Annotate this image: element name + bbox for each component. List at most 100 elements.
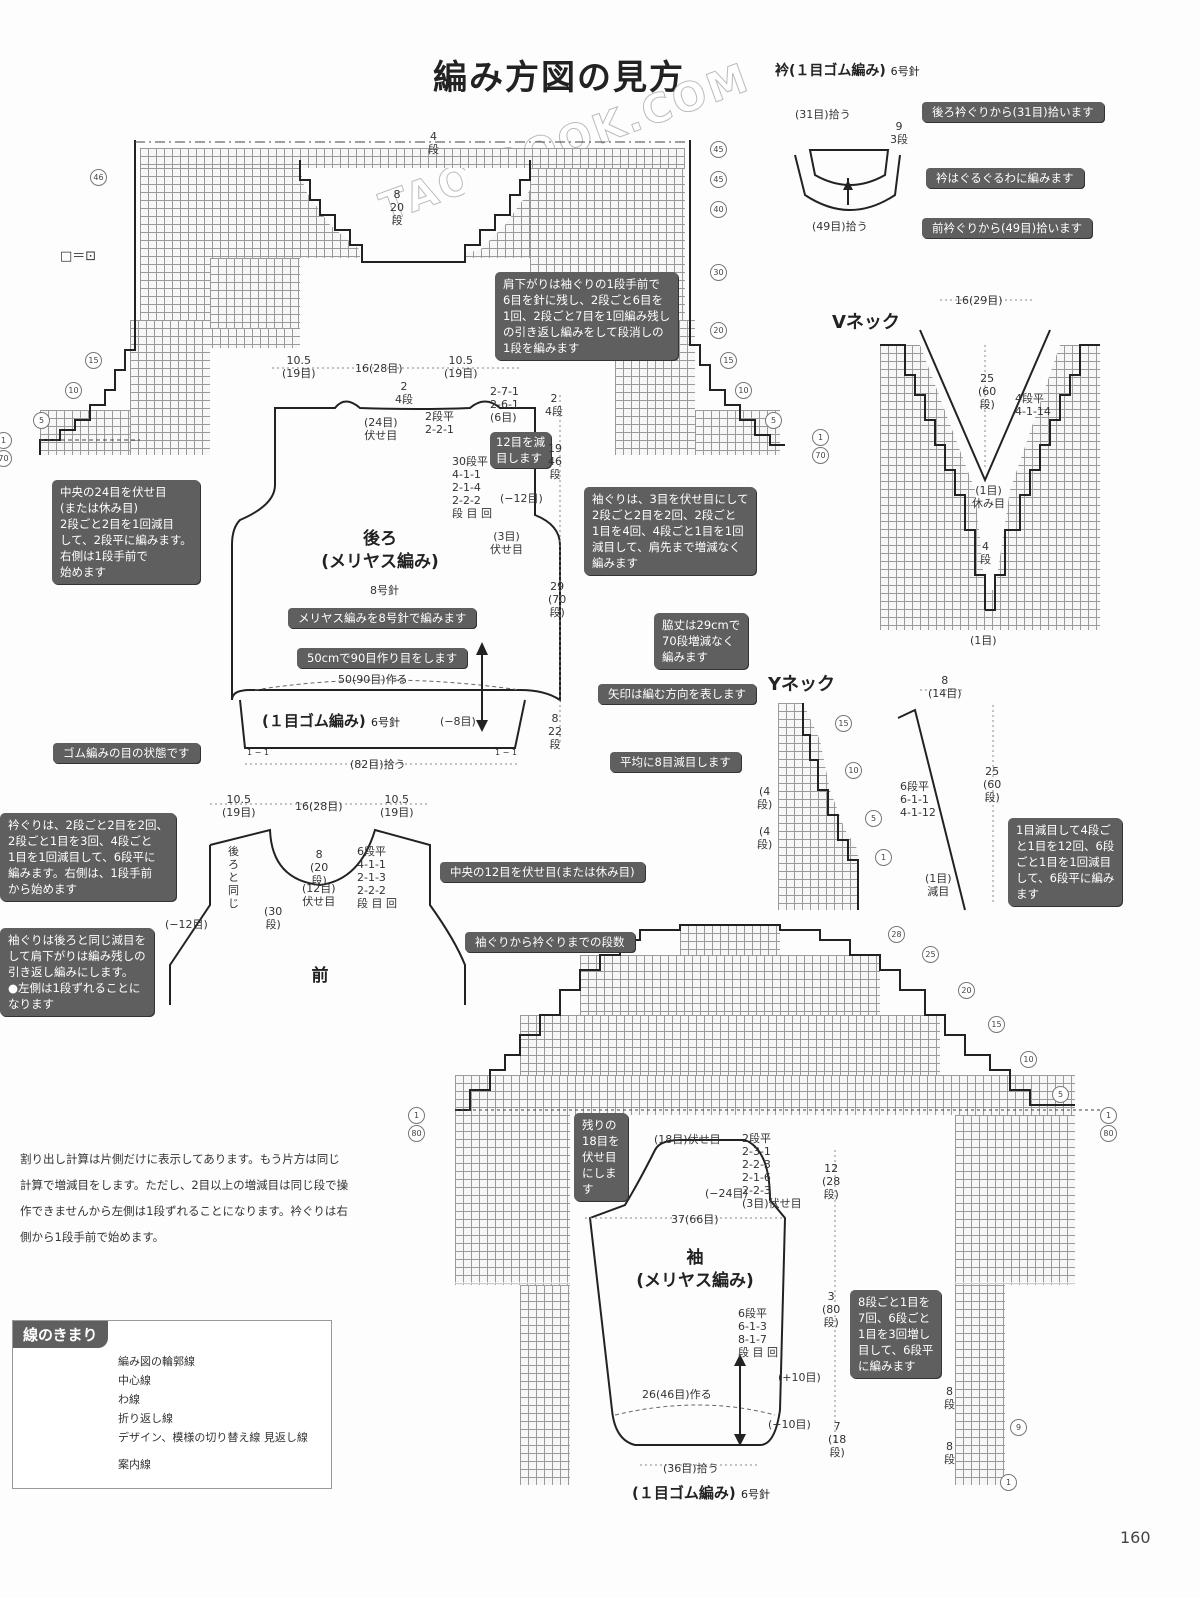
back-pick82: (82目)拾う	[350, 758, 406, 771]
note-shoulder: 肩下がりは袖ぐりの1段手前で 6目を針に残し、2段ごと6目を 1回、2段ごと7目…	[495, 272, 679, 360]
front-dim-right: 10.5 (19目)	[380, 793, 414, 819]
back-arm-dec: 30段平 4-1-1 2-1-4 2-2-2 段 目 回	[452, 455, 492, 520]
mark-5l: 5	[33, 408, 50, 429]
mark-70r: 70	[812, 443, 829, 464]
note-center12: 中央の12目を伏せ目(または休み目)	[440, 862, 645, 882]
sleeve-pick36: (36目)拾う	[663, 1462, 719, 1475]
collar-pick31: (31目)拾う	[795, 108, 851, 121]
back-rib: (１目ゴム編み) 6号針	[262, 712, 400, 730]
mark-s80r: 80	[1100, 1121, 1117, 1142]
mark-s28: 28	[888, 922, 905, 943]
front-dim-left: 10.5 (19目)	[222, 793, 256, 819]
note-v-dec: 1目減目して4段ご と1目を12回、6段 ごと1目を1回減目 して、6段平に編み…	[1008, 818, 1123, 906]
note-rib-state: ゴム編みの目の状態です	[53, 743, 200, 763]
front-rows30: (30 段)	[264, 905, 283, 931]
sleeve-inc: 6段平 6-1-3 8-1-7 段 目 回	[738, 1307, 778, 1359]
mark-s1r: 1	[1100, 1103, 1117, 1124]
back-arm-rows: 19 46 段	[548, 442, 562, 481]
mark-s15: 15	[988, 1012, 1005, 1033]
back-chart-left-arm	[130, 320, 210, 455]
mark-s1l: 1	[408, 1103, 425, 1124]
back-dim-right: 10.5 (19目)	[444, 354, 478, 380]
mark-y15: 15	[835, 711, 852, 732]
mark-s9: 9	[1010, 1415, 1027, 1436]
sleeve-chart-left	[455, 1115, 570, 1285]
grid-legend: □＝⊡	[60, 249, 97, 264]
sleeve-cap-rows: 12 (28 段)	[822, 1162, 841, 1201]
note-armhole-rows: 袖ぐりから衿ぐりまでの段数	[465, 932, 635, 952]
mark-5r: 5	[765, 408, 782, 429]
vneck-one: (1目) 休み目	[972, 484, 1005, 510]
sleeve-width: 37(66目)	[671, 1213, 719, 1226]
sleeve-cast-on: 26(46目)作る	[642, 1388, 712, 1401]
back-neck-dec: 2段平 2-2-1	[425, 410, 454, 436]
mark-10r: 10	[735, 378, 752, 399]
yneck-one: (1目) 減目	[925, 872, 952, 898]
mark-40: 40	[710, 197, 727, 218]
note-arrow: 矢印は編む方向を表します	[598, 684, 756, 704]
yneck-title: Yネック	[768, 674, 836, 695]
front-dim-mid: 16(28目)	[295, 800, 343, 813]
back-needle: 8号針	[370, 584, 399, 597]
vneck-bottom: (1目)	[970, 634, 997, 647]
note-front-neck: 衿ぐりは、2段ごと2目を2回、 2段ごと1目を3回、4段ごと 1目を1回減目して…	[0, 813, 176, 901]
sleeve-chart-top	[680, 925, 780, 955]
mark-s5: 5	[1052, 1082, 1069, 1103]
note-collar-front: 前衿ぐりから(49目)拾います	[922, 218, 1093, 238]
sleeve-rib: (１目ゴム編み) 6号針	[632, 1484, 770, 1502]
sleeve-chart-right-low	[955, 1285, 1005, 1485]
vneck-depth: 25 (60 段)	[978, 372, 997, 411]
mark-70l: 70	[0, 446, 12, 467]
sleeve-chart-mid	[520, 1015, 940, 1075]
sleeve-plus10: (+10目)	[778, 1371, 821, 1384]
mark-1l: 1	[0, 428, 12, 449]
note-center24: 中央の24目を伏せ目 (または休み目) 2段ごと2目を1回減目 して、2段平に編…	[52, 480, 200, 584]
back-shoulder-dec: 2-7-1 2-6-1 (6目)	[490, 385, 519, 424]
collar-rows: 9 3段	[890, 120, 908, 146]
sleeve-rows8a: 8 段	[944, 1385, 955, 1411]
legend-item-fold: 折り返し線	[118, 1412, 173, 1425]
back-chart-mid	[210, 258, 300, 328]
page-title: 編み方図の見方	[433, 58, 685, 98]
mark-30: 30	[710, 260, 727, 281]
back-title: 後ろ (メリヤス編み)	[321, 529, 439, 572]
mark-s20: 20	[958, 978, 975, 999]
sleeve-chart-upper	[580, 955, 880, 1015]
back-rib-mark-right: 1 − 1	[495, 748, 517, 757]
collar-pick49: (49目)拾う	[812, 220, 868, 233]
legend-item-guide: 案内線	[118, 1458, 151, 1471]
legend-item-center: 中心線	[118, 1374, 151, 1387]
note-cast50: 50cmで90目作り目をします	[297, 648, 468, 668]
mark-1r: 1	[812, 425, 829, 446]
back-minus8: (−8目)	[440, 715, 476, 728]
back-rib-mark-left: 1 − 1	[247, 748, 269, 757]
sleeve-top-bind: (18目)伏せ目	[654, 1133, 721, 1146]
mark-s80l: 80	[408, 1121, 425, 1142]
sleeve-cap-dec: 2段平 2-3-1 2-2-3 2-1-6 2-2-3 (3目)伏せ目	[742, 1132, 802, 1210]
vneck-rows4: 4 段	[980, 540, 991, 566]
mark-s10: 10	[1020, 1047, 1037, 1068]
collar-title: 衿(１目ゴム編み) 6号針	[775, 63, 920, 79]
explanation-text: 割り出し計算は片側だけに表示してあります。もう片方は同じ 計算で増減目をします。…	[20, 1152, 349, 1244]
front-title: 前	[311, 966, 329, 986]
note-sleeve-rest: 残りの 18目を 伏せ目 にしま す	[574, 1113, 628, 1201]
front-center: (12目) 伏せ目	[302, 882, 336, 908]
sleeve-chart-right	[955, 1115, 1075, 1285]
mark-20: 20	[710, 318, 727, 339]
mark-15l: 15	[85, 348, 102, 369]
vneck-title: Vネック	[832, 312, 900, 333]
legend-item-design: デザイン、模様の切り替え線 見返し線	[118, 1431, 308, 1444]
note-stockinette: メリヤス編みを8号針で編みます	[288, 608, 477, 628]
front-neck-rows: 8 (20 段)	[310, 848, 329, 887]
legend-item-loop: わ線	[118, 1393, 140, 1406]
mark-s25: 25	[922, 942, 939, 963]
note-sleeve-inc: 8段ごと1目を 7回、6段ごと 1目を3回増し 目して、6段平 に編みます	[850, 1290, 942, 1378]
back-shoulder-rows: 2 4段	[545, 392, 563, 418]
back-chart-left-shoulder	[40, 410, 130, 455]
front-neck-dec: 6段平 4-1-1 2-1-3 2-2-2 段 目 回	[357, 845, 397, 910]
mark-y1: 1	[875, 845, 892, 866]
sleeve-rib-rows: 7 (18 段)	[828, 1420, 847, 1459]
back-dim-mid: 16(28目)	[355, 362, 403, 375]
